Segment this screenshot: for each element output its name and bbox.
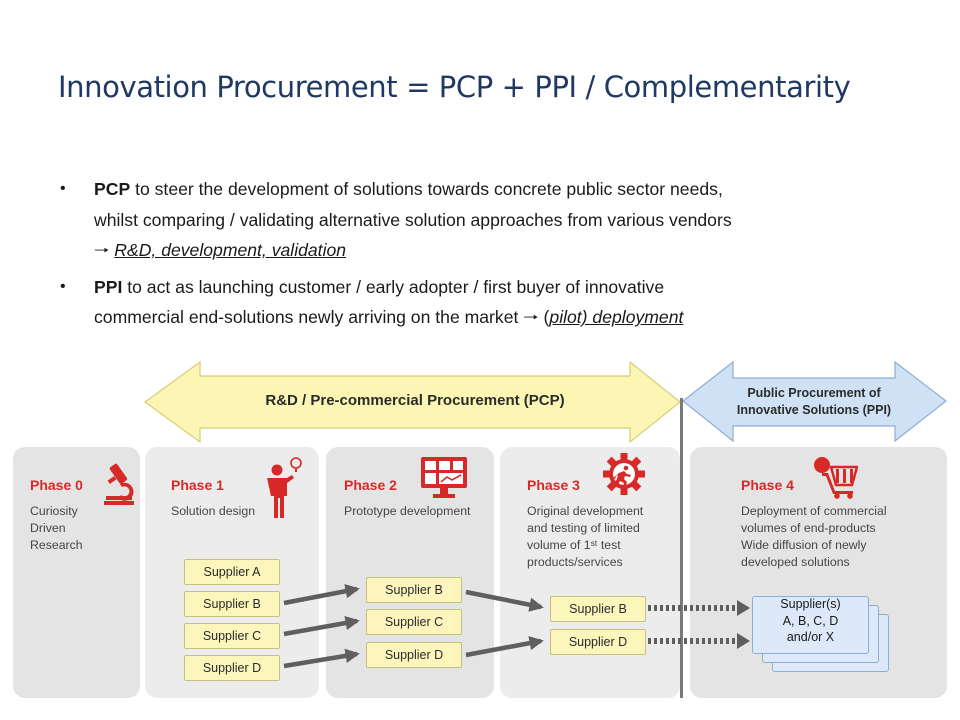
phase-description-line: volumes of end-products bbox=[741, 520, 876, 535]
phase-2-supplier-box: Supplier C bbox=[366, 609, 462, 635]
phase-description-line: and testing of limited bbox=[527, 520, 640, 535]
person-idea-icon bbox=[267, 457, 302, 518]
ppi-arrow-label-line: Public Procurement of bbox=[747, 386, 881, 400]
phase-4-title: Phase 4 bbox=[741, 477, 794, 493]
phase-description-line: developed solutions bbox=[741, 554, 850, 569]
phase-description-line: Research bbox=[30, 537, 83, 552]
bullet-dot: • bbox=[60, 277, 66, 295]
phase-0-title: Phase 0 bbox=[30, 477, 83, 493]
phase-0-description: Curiosity Driven Research bbox=[30, 503, 83, 554]
microscope-icon bbox=[104, 463, 134, 505]
phase-1-supplier-box: Supplier C bbox=[184, 623, 280, 649]
phase-3-description: Original development and testing of limi… bbox=[527, 503, 643, 571]
bullet-link-text: R&D, development, validation bbox=[114, 240, 347, 261]
dotted-arrow-head bbox=[737, 600, 750, 616]
phase-2-supplier-box: Supplier B bbox=[366, 577, 462, 603]
phase-description-line: Curiosity bbox=[30, 504, 78, 518]
ppi-supplier-text: Supplier(s) A, B, C, D and/or X bbox=[752, 596, 869, 646]
ppi-arrow-shape bbox=[682, 360, 947, 443]
pcp-ppi-divider bbox=[680, 398, 683, 698]
bullet-term: PPI bbox=[94, 276, 123, 297]
phase-description-line: volume of 1ˢᵗ test bbox=[527, 537, 621, 552]
arrow-icon: 🠒 bbox=[94, 240, 115, 261]
shopping-cart-icon bbox=[814, 457, 858, 499]
phase-description-line: Original development bbox=[527, 504, 644, 518]
ppi-supplier-line: A, B, C, D bbox=[782, 613, 839, 628]
arrow-b-1-2 bbox=[283, 584, 360, 606]
phase-description-line: Solution design bbox=[171, 504, 256, 518]
arrow-icon: 🠒 bbox=[523, 307, 544, 328]
ppi-supplier-line: and/or X bbox=[786, 630, 835, 644]
bullet-term: PCP bbox=[94, 179, 131, 199]
phase-1-description: Solution design bbox=[171, 503, 255, 520]
phase-1-supplier-box: Supplier A bbox=[184, 559, 280, 585]
phase-3-title: Phase 3 bbox=[527, 477, 580, 493]
prototype-monitor-icon bbox=[421, 457, 467, 498]
bullet-ppi: • PPI to act as launching customer / ear… bbox=[58, 272, 920, 333]
arrow-c-1-2 bbox=[283, 615, 360, 637]
phase-description-line: Deployment of commercial bbox=[741, 504, 887, 518]
pcp-arrow-label: R&D / Pre-commercial Procurement (PCP) bbox=[265, 392, 565, 409]
phase-description-line: products/services bbox=[527, 554, 623, 569]
bullet-pcp: • PCP to steer the development of soluti… bbox=[58, 174, 920, 266]
ppi-supplier-stack-front bbox=[752, 596, 869, 654]
gear-runner-icon bbox=[603, 453, 645, 495]
bullet-text: whilst comparing / validating alternativ… bbox=[94, 209, 732, 230]
bullet-text: commercial end-solutions newly arriving … bbox=[94, 307, 519, 328]
phase-1-title: Phase 1 bbox=[171, 477, 224, 493]
bullet-text: to act as launching customer / early ado… bbox=[122, 276, 665, 297]
phase-2-supplier-box: Supplier D bbox=[366, 642, 462, 668]
bullet-dot: • bbox=[60, 180, 66, 197]
phase-3-supplier-box: Supplier B bbox=[550, 596, 646, 622]
phase-4-description: Deployment of commercial volumes of end-… bbox=[741, 503, 887, 571]
phase-2-title: Phase 2 bbox=[344, 477, 397, 493]
bullet-list: • PCP to steer the development of soluti… bbox=[58, 174, 920, 333]
phase-2-description: Prototype development bbox=[344, 503, 470, 520]
arrow-d-1-2 bbox=[283, 648, 360, 669]
bullet-text: ( bbox=[543, 307, 550, 328]
ppi-arrow-label-line: Innovative Solutions (PPI) bbox=[736, 403, 892, 417]
phase-0-panel bbox=[13, 447, 140, 698]
arrow-d-2-3 bbox=[465, 636, 544, 658]
ppi-supplier-line: Supplier(s) bbox=[780, 597, 841, 611]
phase-3-panel bbox=[500, 447, 680, 698]
slide-title: Innovation Procurement = PCP + PPI / Com… bbox=[58, 70, 851, 104]
phase-3-supplier-box: Supplier D bbox=[550, 629, 646, 655]
phase-description-line: Driven bbox=[30, 520, 66, 535]
phase-1-supplier-box: Supplier B bbox=[184, 591, 280, 617]
bullet-text: to steer the development of solutions to… bbox=[130, 179, 723, 199]
dotted-arrow-head bbox=[737, 633, 750, 649]
phase-description-line: Wide diffusion of newly bbox=[741, 537, 867, 552]
ppi-arrow-label: Public Procurement of Innovative Solutio… bbox=[733, 385, 895, 419]
bullet-link-text: pilot) deployment bbox=[549, 307, 684, 328]
arrow-b-2-3 bbox=[465, 589, 544, 612]
phase-description-line: Prototype development bbox=[344, 504, 471, 518]
phase-1-supplier-box: Supplier D bbox=[184, 655, 280, 681]
